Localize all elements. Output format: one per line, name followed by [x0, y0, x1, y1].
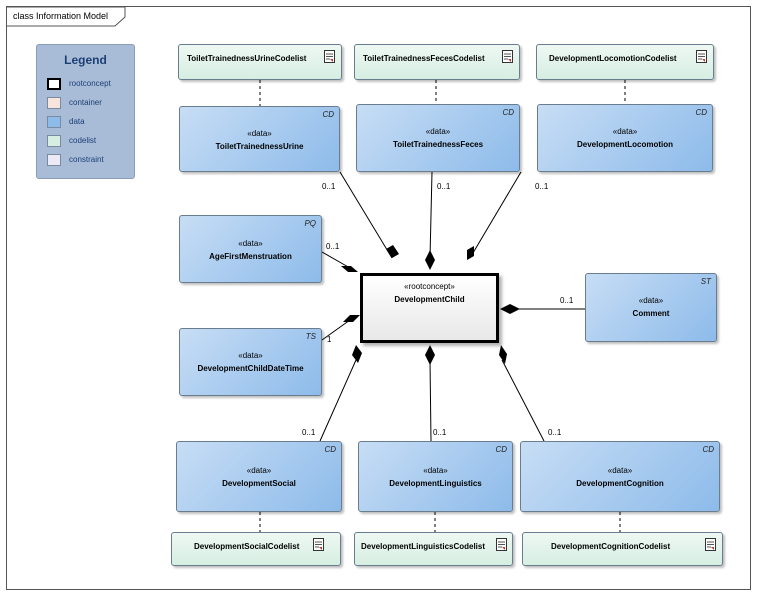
stereotype: «data» — [612, 127, 638, 136]
legend-swatch-container — [47, 97, 61, 109]
diamond-comment — [500, 304, 520, 314]
stereotype: «data» — [423, 466, 448, 475]
multiplicity-menstruation: 0..1 — [326, 242, 340, 251]
class-development-cognition[interactable]: CD «data» DevelopmentCognition — [520, 441, 720, 512]
class-name: DevelopmentChild — [394, 295, 465, 304]
class-comment[interactable]: ST «data» Comment — [585, 273, 717, 342]
connector-feces — [429, 171, 433, 259]
class-development-locomotion[interactable]: CD «data» DevelopmentLocomotion — [537, 104, 713, 172]
connector-social — [319, 359, 357, 442]
type-tag: TS — [305, 332, 316, 341]
class-toilet-trainedness-feces[interactable]: CD «data» ToiletTrainednessFeces — [356, 104, 520, 172]
connector-menstruation — [321, 251, 351, 269]
stereotype: «data» — [238, 351, 263, 360]
class-name: DevelopmentSocial — [222, 479, 296, 488]
legend-label: codelist — [69, 136, 97, 145]
class-name: DevelopmentLinguistics — [389, 479, 482, 488]
document-icon — [496, 538, 507, 551]
class-name: DevelopmentCognition — [576, 479, 664, 488]
frame-title: class Information Model — [13, 11, 109, 21]
stereotype: «data» — [246, 466, 272, 475]
diamond-feces — [425, 250, 435, 270]
type-tag: CD — [322, 110, 334, 119]
codelist-development-cognition[interactable]: DevelopmentCognitionCodelist — [522, 532, 723, 566]
multiplicity-locomotion: 0..1 — [535, 182, 549, 191]
class-age-first-menstruation[interactable]: PQ «data» AgeFirstMenstruation — [179, 215, 322, 283]
class-name: ToiletTrainednessFeces — [392, 140, 484, 149]
stereotype: «data» — [247, 129, 272, 138]
document-icon — [313, 538, 324, 551]
class-name: ToiletTrainednessUrine — [215, 142, 304, 151]
connector-locomotion — [469, 171, 522, 259]
legend-swatch-data — [47, 116, 61, 128]
type-tag: CD — [495, 445, 507, 454]
type-tag: CD — [702, 445, 714, 454]
multiplicity-social: 0..1 — [302, 428, 316, 437]
codelist-toilet-urine[interactable]: ToiletTrainednessUrineCodelist — [178, 44, 342, 80]
class-toilet-trainedness-urine[interactable]: CD «data» ToiletTrainednessUrine — [179, 106, 340, 172]
legend: Legend rootconcept container data codeli… — [36, 44, 135, 179]
multiplicity-cognition: 0..1 — [548, 428, 562, 437]
legend-label: container — [69, 98, 102, 107]
diamond-social — [352, 345, 362, 363]
document-icon — [696, 50, 707, 63]
multiplicity-urine: 0..1 — [322, 182, 336, 191]
codelist-name: DevelopmentCognitionCodelist — [551, 542, 671, 551]
multiplicity-feces: 0..1 — [437, 182, 451, 191]
type-tag: ST — [700, 277, 711, 286]
codelist-name: DevelopmentLocomotionCodelist — [549, 54, 677, 63]
type-tag: PQ — [304, 219, 316, 228]
legend-swatch-codelist — [47, 135, 61, 147]
legend-label: constraint — [69, 155, 104, 164]
document-icon — [502, 50, 513, 63]
connector-datetime — [321, 319, 351, 341]
diamond-linguistics — [425, 345, 435, 365]
codelist-locomotion[interactable]: DevelopmentLocomotionCodelist — [536, 44, 714, 80]
codelist-toilet-feces[interactable]: ToiletTrainednessFecesCodelist — [354, 44, 520, 80]
diamond-locomotion — [467, 246, 474, 260]
multiplicity-datetime: 1 — [327, 335, 332, 344]
stereotype: «data» — [607, 466, 633, 475]
class-development-social[interactable]: CD «data» DevelopmentSocial — [176, 441, 342, 512]
legend-label: rootconcept — [69, 79, 111, 88]
diamond-datetime — [343, 315, 360, 322]
document-icon — [324, 50, 335, 63]
class-name: AgeFirstMenstruation — [209, 252, 292, 261]
connector-urine — [339, 171, 393, 259]
class-development-child-datetime[interactable]: TS «data» DevelopmentChildDateTime — [179, 328, 322, 396]
class-name: DevelopmentLocomotion — [576, 140, 673, 149]
codelist-development-linguistics[interactable]: DevelopmentLinguisticsCodelist — [354, 532, 513, 566]
diamond-cognition — [499, 345, 507, 364]
type-tag: CD — [502, 108, 514, 117]
codelist-name: DevelopmentSocialCodelist — [194, 542, 300, 551]
multiplicity-linguistics: 0..1 — [433, 428, 447, 437]
legend-swatch-rootconcept — [47, 78, 61, 90]
stereotype: «rootconcept» — [404, 282, 455, 291]
multiplicity-comment: 0..1 — [560, 296, 574, 305]
diamond-urine — [386, 245, 399, 258]
stereotype: «data» — [638, 296, 664, 305]
codelist-development-social[interactable]: DevelopmentSocialCodelist — [171, 532, 341, 566]
root-concept-development-child[interactable]: «rootconcept» DevelopmentChild — [360, 273, 499, 343]
stereotype: «data» — [425, 127, 451, 136]
legend-swatch-constraint — [47, 154, 61, 166]
diamond-menstruation — [341, 266, 358, 272]
stereotype: «data» — [238, 239, 263, 248]
connector-linguistics — [429, 359, 432, 442]
legend-title: Legend — [64, 53, 107, 67]
type-tag: CD — [695, 108, 707, 117]
connector-cognition — [501, 359, 545, 442]
codelist-name: ToiletTrainednessUrineCodelist — [187, 54, 307, 63]
class-name: DevelopmentChildDateTime — [197, 364, 304, 373]
document-icon — [705, 538, 716, 551]
class-development-linguistics[interactable]: CD «data» DevelopmentLinguistics — [358, 441, 513, 512]
class-name: Comment — [632, 309, 670, 318]
frame-tab — [7, 7, 126, 27]
legend-label: data — [69, 117, 85, 126]
type-tag: CD — [324, 445, 336, 454]
codelist-name: ToiletTrainednessFecesCodelist — [363, 54, 485, 63]
codelist-name: DevelopmentLinguisticsCodelist — [361, 542, 486, 551]
